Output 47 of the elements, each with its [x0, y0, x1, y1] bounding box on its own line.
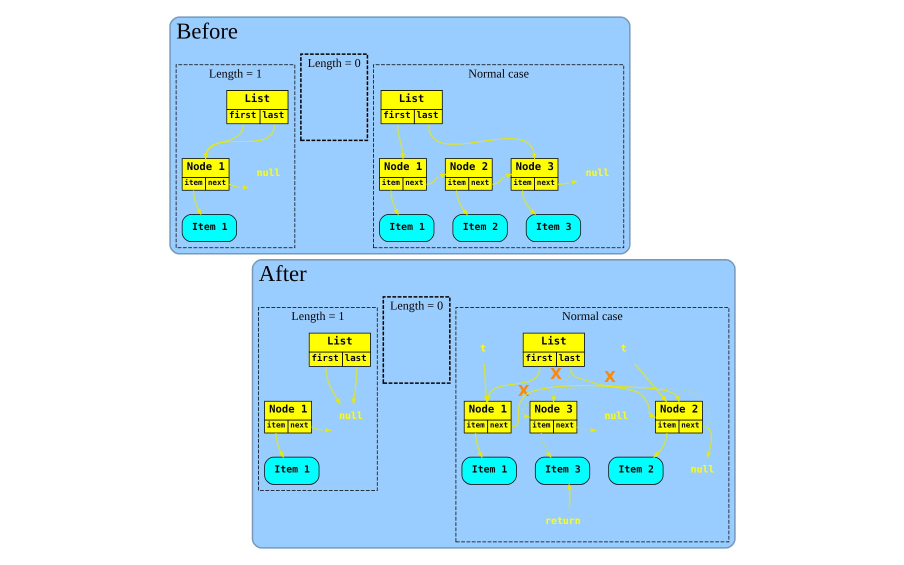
node-box: Item 1: [264, 456, 319, 485]
node-box: Item 1: [378, 214, 434, 242]
node-box: Length = 0: [300, 53, 368, 142]
arrow: [390, 190, 398, 216]
arrow: [310, 426, 332, 433]
edge-label: X: [550, 364, 562, 383]
arrow: [483, 363, 488, 403]
arrow: [324, 366, 340, 405]
arrow: [634, 363, 667, 402]
arrow: [351, 366, 357, 405]
arrow: [396, 124, 405, 160]
arrow: [522, 386, 711, 428]
arrow: [428, 124, 536, 160]
arrow: [510, 385, 656, 428]
arrow: [274, 432, 284, 458]
arrow: [652, 432, 667, 458]
arrow: [425, 174, 446, 185]
node-box: Item 3: [525, 214, 581, 242]
node-box: Item 2: [452, 214, 508, 242]
node-text: return: [544, 516, 580, 528]
node-box: Item 1: [181, 214, 236, 242]
node-box: Item 2: [608, 456, 663, 485]
node-box: Item 1: [461, 456, 516, 485]
arrow: [474, 432, 482, 458]
arrow: [228, 184, 249, 190]
arrow: [576, 426, 597, 433]
arrow: [540, 432, 552, 458]
node-label: X: [517, 382, 530, 400]
arrow: [702, 426, 712, 459]
arrow: [551, 366, 571, 403]
node-text: null: [585, 168, 609, 180]
node-box: Length = 0: [382, 296, 450, 384]
node-box: Item 3: [534, 456, 590, 485]
arrow: [557, 180, 578, 185]
edge-label: X: [604, 368, 616, 386]
arrow: [566, 483, 572, 509]
node-text: null: [604, 410, 628, 422]
arrow: [456, 190, 468, 216]
node-text: null: [338, 410, 362, 422]
arrow: [570, 366, 680, 403]
arrow: [192, 190, 201, 216]
node-text: t: [620, 344, 626, 355]
arrow: [521, 190, 536, 216]
node-text: t: [480, 344, 486, 355]
node-text: null: [690, 464, 714, 476]
node-text: null: [256, 168, 280, 180]
arrow: [491, 174, 512, 185]
